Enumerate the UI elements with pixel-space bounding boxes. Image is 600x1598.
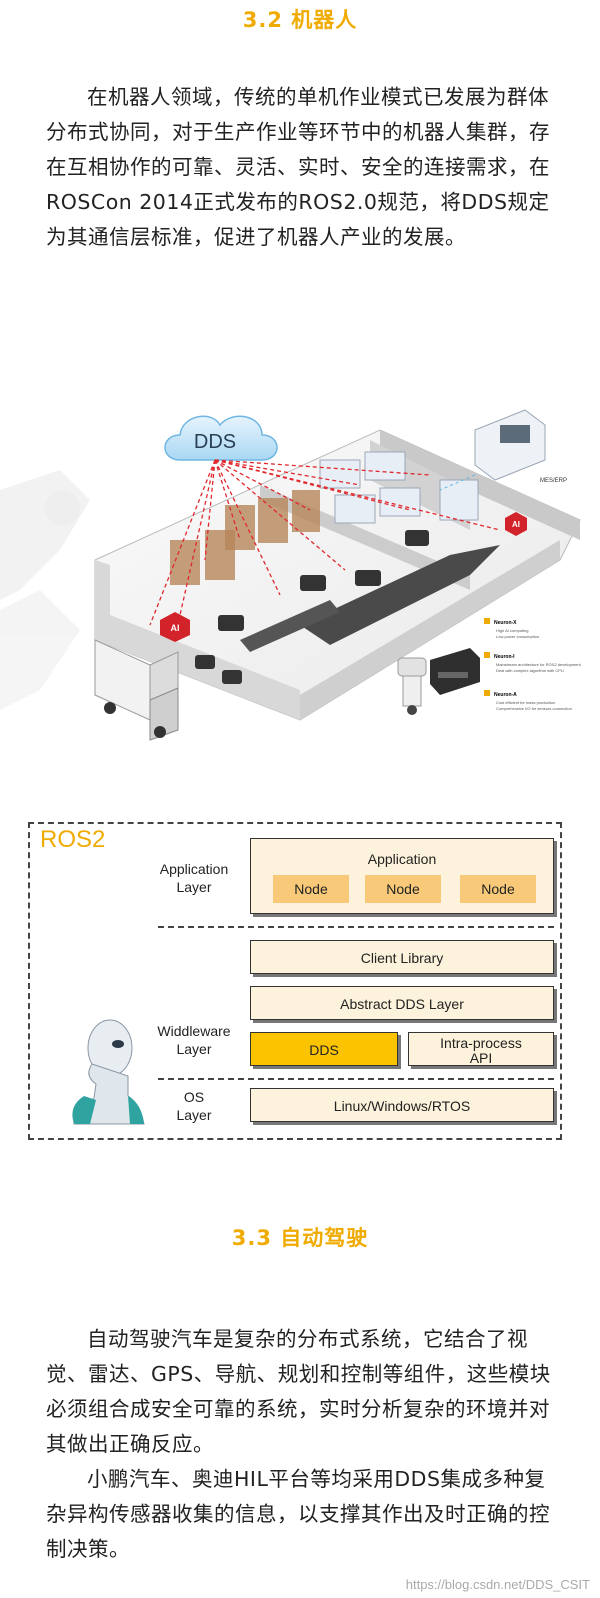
conveyor-belt xyxy=(300,545,500,645)
dds-box: DDS xyxy=(250,1032,398,1066)
svg-text:Mainstream architecture for RO: Mainstream architecture for ROS2 develop… xyxy=(496,662,582,667)
node-1: Node xyxy=(273,875,349,903)
svg-text:Neuron-X: Neuron-X xyxy=(494,620,517,626)
abstract-dds-box: Abstract DDS Layer xyxy=(250,986,554,1020)
neuron-legend: Neuron-X High AI computing Low power con… xyxy=(484,618,582,711)
os-layer-label: OS Layer xyxy=(176,1089,212,1123)
ai-badge-right: AI xyxy=(505,512,527,536)
truck xyxy=(94,639,179,741)
middleware-layer-label: Widdleware Layer xyxy=(157,1023,231,1057)
application-box-label: Application xyxy=(367,851,437,867)
ros2-architecture-diagram: ROS2 Application Layer Application Node … xyxy=(28,822,562,1140)
section-title-robot: 3.2 机器人 xyxy=(242,8,358,32)
dds-cloud-label: DDS xyxy=(194,431,236,453)
application-layer-label: Application Layer xyxy=(159,861,229,895)
robot-arm-bg xyxy=(0,470,90,710)
svg-text:Neuron-I: Neuron-I xyxy=(494,654,515,660)
humanoid-robot-image xyxy=(72,1019,145,1125)
service-robot xyxy=(397,657,427,715)
svg-text:Deal with complex algorithm wi: Deal with complex algorithm with CPU xyxy=(496,668,564,673)
warehouse-shelves xyxy=(170,490,320,585)
control-room: MES/ERP xyxy=(439,409,567,491)
node-3: Node xyxy=(460,875,536,903)
svg-text:Low power consumption: Low power consumption xyxy=(496,634,539,639)
svg-text:High AI computing: High AI computing xyxy=(496,628,528,633)
layer-divider-1 xyxy=(158,926,554,928)
watermark: https://blog.csdn.net/DDS_CSIT xyxy=(405,1577,590,1592)
svg-text:AI: AI xyxy=(512,520,520,529)
ros2-title: ROS2 xyxy=(40,826,106,853)
svg-text:Comprehensive I/O for sensors: Comprehensive I/O for sensors connection xyxy=(496,706,572,711)
autonomous-paragraph-1: 自动驾驶汽车是复杂的分布式系统，它结合了视觉、雷达、GPS、导航、规划和控制等组… xyxy=(46,1327,551,1456)
svg-text:AI: AI xyxy=(171,623,180,633)
mes-label: MES/ERP xyxy=(540,478,567,484)
layer-divider-2 xyxy=(158,1078,554,1080)
application-box: Application Node Node Node xyxy=(250,838,554,914)
dds-cloud: DDS xyxy=(164,415,278,461)
intra-process-api-box: Intra-process API xyxy=(408,1032,554,1066)
factory-illustration: DDS MES/ERP AI AI xyxy=(0,409,582,741)
ai-badge-left: AI xyxy=(160,612,190,642)
section-title-autonomous-driving: 3.3 自动驾驶 xyxy=(231,1226,369,1250)
svg-text:Neuron-A: Neuron-A xyxy=(494,692,517,698)
node-2: Node xyxy=(365,875,441,903)
robot-paragraph: 在机器人领域，传统的单机作业模式已发展为群体分布式协同，对于生产作业等环节中的机… xyxy=(46,85,550,249)
svg-text:Cost efficient for mass produc: Cost efficient for mass production xyxy=(496,700,555,705)
autonomous-paragraph-2: 小鹏汽车、奥迪HIL平台等均采用DDS集成多种复杂异构传感器收集的信息，以支撑其… xyxy=(46,1467,550,1561)
os-box: Linux/Windows/RTOS xyxy=(250,1088,554,1122)
compute-box xyxy=(430,648,480,695)
dds-links xyxy=(149,459,501,626)
client-library-box: Client Library xyxy=(250,940,554,974)
